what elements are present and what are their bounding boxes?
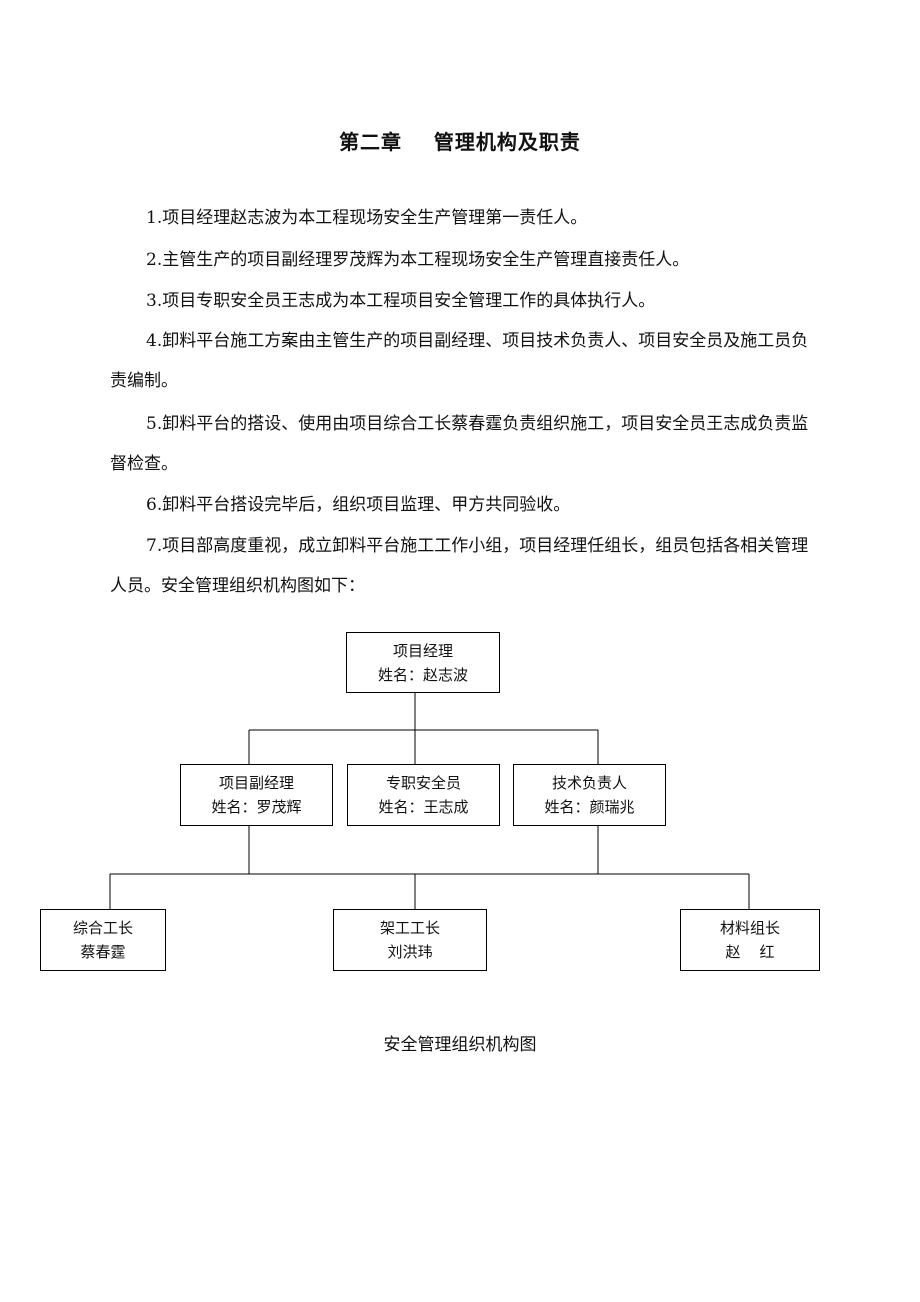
- node-name: 姓名：罗茂辉: [211, 798, 302, 816]
- node-name: 姓名：王志成: [378, 798, 469, 816]
- paragraph-7: 7.项目部高度重视，成立卸料平台施工工作小组，项目经理任组长，组员包括各相关管理…: [110, 536, 809, 596]
- node-role: 专职安全员: [385, 774, 461, 792]
- paragraph-4: 4.卸料平台施工方案由主管生产的项目副经理、项目技术负责人、项目安全员及施工员负…: [110, 331, 809, 391]
- org-node-scaffold-foreman: 架工工长 刘洪玮: [333, 909, 487, 971]
- node-name: 姓名：赵志波: [377, 665, 468, 684]
- paragraph-2: 2.主管生产的项目副经理罗茂辉为本工程现场安全生产管理直接责任人。: [146, 250, 690, 270]
- node-role: 技术负责人: [551, 774, 627, 792]
- paragraph-5: 5.卸料平台的搭设、使用由项目综合工长蔡春霆负责组织施工，项目安全员王志成负责监…: [110, 414, 809, 474]
- node-name: 姓名：颜瑞兆: [544, 798, 635, 816]
- org-node-project-manager: 项目经理 姓名：赵志波: [346, 632, 500, 693]
- node-role: 项目副经理: [218, 774, 294, 792]
- node-role: 架工工长: [379, 919, 440, 937]
- org-node-deputy-manager: 项目副经理 姓名：罗茂辉: [180, 764, 333, 826]
- node-role: 项目经理: [392, 641, 453, 660]
- paragraph-3: 3.项目专职安全员王志成为本工程项目安全管理工作的具体执行人。: [146, 291, 656, 311]
- paragraph-1: 1.项目经理赵志波为本工程现场安全生产管理第一责任人。: [146, 208, 588, 228]
- chapter-title: 第二章 管理机构及职责: [339, 130, 581, 154]
- org-node-material-leader: 材料组长 赵 红: [680, 909, 820, 971]
- node-name: 赵 红: [725, 943, 775, 961]
- paragraph-6: 6.卸料平台搭设完毕后，组织项目监理、甲方共同验收。: [146, 495, 571, 515]
- node-name: 蔡春霆: [80, 943, 126, 961]
- node-role: 材料组长: [719, 919, 780, 937]
- org-node-technical-lead: 技术负责人 姓名：颜瑞兆: [513, 764, 666, 826]
- org-chart-caption: 安全管理组织机构图: [383, 1035, 537, 1055]
- org-node-general-foreman: 综合工长 蔡春霆: [40, 909, 166, 971]
- org-node-safety-officer: 专职安全员 姓名：王志成: [347, 764, 500, 826]
- node-name: 刘洪玮: [387, 943, 433, 961]
- node-role: 综合工长: [72, 919, 133, 937]
